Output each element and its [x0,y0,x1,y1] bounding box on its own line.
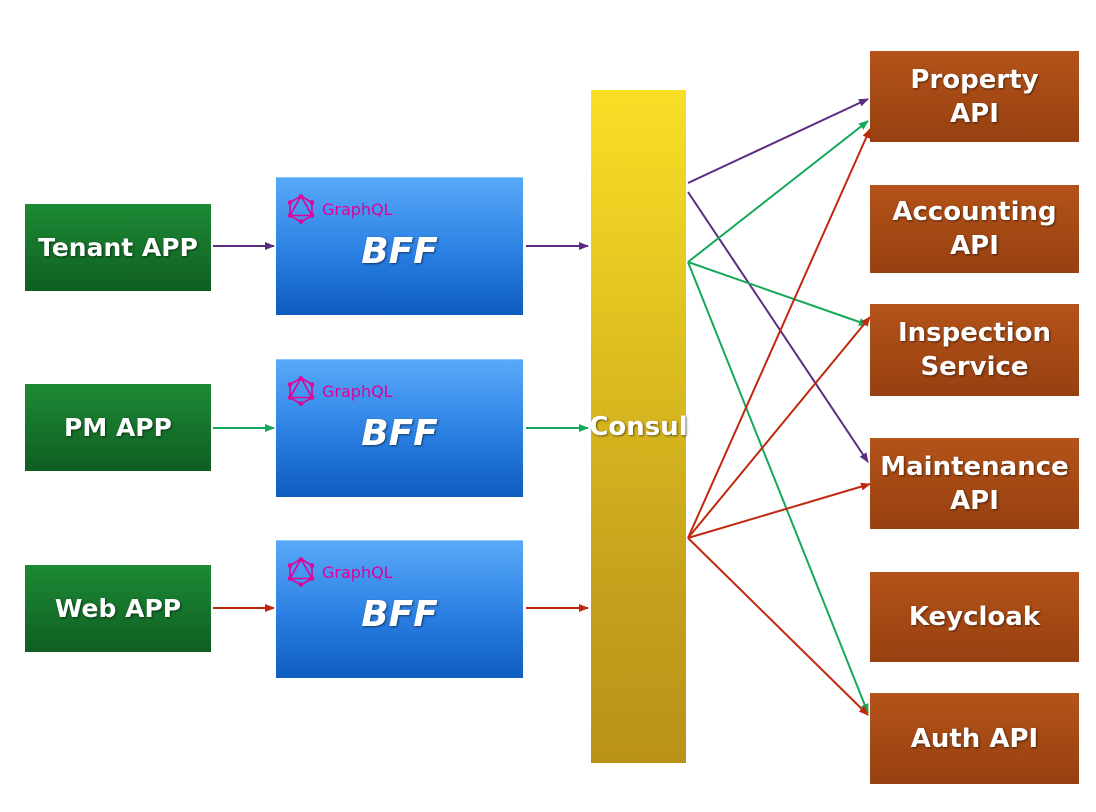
arrow-consul-tenant-to-maintenance [687,191,869,463]
inspection-service-label-line2: Service [920,352,1029,382]
tenant-app-node: Tenant APP [25,204,211,291]
consul-gateway-node: Consul [589,90,688,763]
web-app-node: Web APP [25,565,211,652]
arrow-consul-pm-to-auth [687,261,869,714]
maintenance-api-label-line2: API [950,485,999,516]
property-api-label-line1: Property [910,64,1039,95]
maintenance-api-node: Maintenance API [870,438,1079,529]
pm-app-node: PM APP [25,384,211,471]
maintenance-api-label-line1: Maintenance [880,451,1069,482]
graphql-logo: GraphQL [286,376,393,406]
graphql-logo-text: GraphQL [322,199,393,219]
bff-label: BFF [361,231,438,272]
bff-label: BFF [361,594,438,635]
property-api-node: Property API [870,51,1079,142]
arrow-consul-pm-to-property [687,120,869,263]
graphql-logo-text: GraphQL [322,381,393,401]
graphql-icon [287,557,315,587]
arrow-consul-web-to-property [687,128,871,539]
graphql-logo: GraphQL [286,194,393,224]
accounting-api-label-line1: Accounting [892,197,1057,227]
bff-label: BFF [361,413,438,454]
bff-node-pm: GraphQL BFF [276,359,523,497]
arrow-consul-tenant-to-property [687,98,869,184]
arrow-consul-pm-to-inspection [687,261,869,326]
graphql-logo-text: GraphQL [322,562,393,582]
accounting-api-label-line2: API [950,231,999,261]
auth-api-label: Auth API [910,723,1039,754]
tenant-app-label: Tenant APP [38,233,198,262]
bff-node-web: GraphQL BFF [276,540,523,678]
inspection-service-node: Inspection Service [870,304,1079,396]
arrow-consul-web-to-inspection [687,316,871,539]
graphql-logo: GraphQL [286,557,393,587]
consul-label: Consul [589,411,688,442]
pm-app-label: PM APP [64,413,172,442]
bff-node-tenant: GraphQL BFF [276,177,523,315]
accounting-api-node: Accounting API [870,185,1079,273]
web-app-label: Web APP [54,594,182,623]
graphql-icon [287,194,315,224]
inspection-service-label-line1: Inspection [897,318,1052,348]
arrow-consul-web-to-maintenance [687,482,871,539]
graphql-icon [287,376,315,406]
arrow-consul-web-to-auth [687,537,869,716]
property-api-label-line2: API [950,98,999,129]
keycloak-node: Keycloak [870,572,1079,662]
keycloak-label: Keycloak [908,602,1041,632]
auth-api-node: Auth API [870,693,1079,784]
